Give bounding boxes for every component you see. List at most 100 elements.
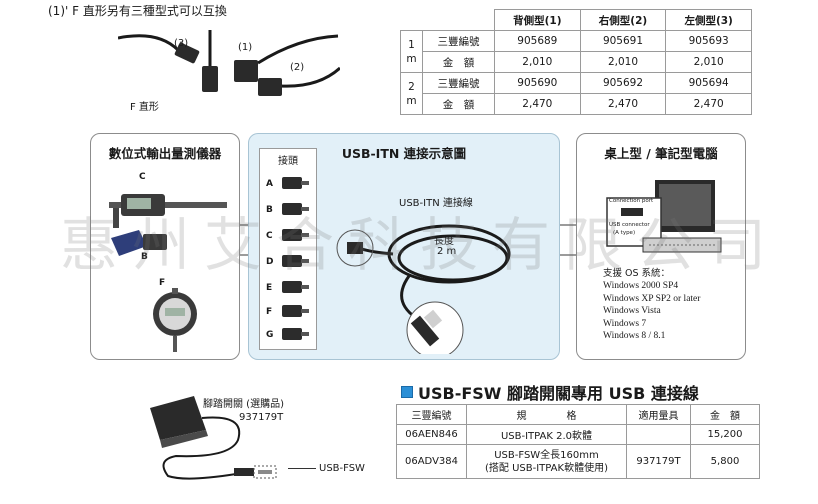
connector-plug-icon <box>282 328 309 340</box>
os-item: Windows XP SP2 or later <box>603 293 701 304</box>
table-cell: 5,800 <box>690 444 760 479</box>
table-cell: 905693 <box>665 30 752 52</box>
table-header: 背側型(1) <box>494 9 581 31</box>
label-f: F <box>159 278 166 288</box>
table-header: 右側型(2) <box>579 9 667 31</box>
label-3: (3) <box>174 38 189 49</box>
connector-letter: G <box>266 330 274 340</box>
table-cell: 2,010 <box>579 51 667 73</box>
cable-price-table: 背側型(1) 右側型(2) 左側型(3) 1 m 三豐編號 905689 905… <box>400 9 752 115</box>
connector-plug-icon <box>282 255 309 267</box>
table-header: 左側型(3) <box>665 9 752 31</box>
connector-plug-icon <box>282 177 309 189</box>
table-cell: 2,470 <box>665 93 752 115</box>
row-label: 金 額 <box>422 51 495 73</box>
row-label: 三豐編號 <box>422 30 495 52</box>
computer-panel-title: 桌上型 / 筆記型電腦 <box>604 146 718 161</box>
table-row: 1 m 三豐編號 905689 905691 905693 <box>400 30 752 73</box>
table-cell: 905689 <box>494 30 581 52</box>
table-header-row: 背側型(1) 右側型(2) 左側型(3) <box>400 9 752 31</box>
row-label: 金 額 <box>422 93 495 115</box>
usb-fsw-price-table: 三豐編號 規 格 適用量具 金 額 06AEN846 USB-ITPAK 2.0… <box>396 404 760 479</box>
foot-switch-photo <box>146 378 296 490</box>
connector-letter: A <box>266 179 273 189</box>
os-item: Windows 7 <box>603 318 647 329</box>
connection-diagram-title: USB-ITN 連接示意圖 <box>341 146 467 161</box>
table-header: 金 額 <box>690 404 760 425</box>
connector-photo: (3) (1) (2) <box>117 28 342 110</box>
table-cell: 2,010 <box>494 51 581 73</box>
table-cell: 06AEN846 <box>396 424 467 445</box>
connector-plug-icon <box>282 305 309 317</box>
row-label: 三豐編號 <box>422 72 495 94</box>
connector-list-title: 接頭 <box>278 156 298 167</box>
group-cell: 2 m <box>400 72 423 115</box>
connector-plug-icon <box>282 281 309 293</box>
table-cell: 937179T <box>626 444 691 479</box>
os-item: Windows Vista <box>603 306 661 317</box>
usb-type-label: (A type) <box>613 230 636 236</box>
os-header: 支援 OS 系統： <box>603 268 671 279</box>
cable-drawing <box>336 224 511 354</box>
cable-label: USB-ITN 連接線 <box>399 198 473 209</box>
table-header-row: 三豐編號 規 格 適用量具 金 額 <box>396 404 760 425</box>
label-c: C <box>139 172 146 182</box>
table-row: 金 額 2,010 2,010 2,010 <box>401 51 752 73</box>
connector-letter: E <box>266 283 273 293</box>
watermark: 惠州艾合科技有限公司 <box>60 211 781 279</box>
connector-letter: F <box>266 307 273 317</box>
table-header: 適用量具 <box>626 404 691 425</box>
group-cell: 1 m <box>400 30 423 73</box>
table-cell: 905692 <box>579 72 667 94</box>
table-cell: 2,470 <box>579 93 667 115</box>
foot-switch-code: 937179T <box>239 412 284 423</box>
section-title: USB-FSW 腳踏開關專用 USB 連接線 <box>401 380 699 404</box>
connector-plug-icon <box>282 229 309 241</box>
connection-port-label: Connection port <box>609 198 654 204</box>
table-cell: 2,010 <box>665 51 752 73</box>
table-cell: USB-ITPAK 2.0軟體 <box>466 424 627 445</box>
table-header: 規 格 <box>466 404 627 425</box>
table-row: 金 額 2,470 2,470 2,470 <box>401 93 752 115</box>
table-row: 2 m 三豐編號 905690 905692 905694 <box>400 72 752 115</box>
label-2: (2) <box>290 62 305 73</box>
computer-panel: 桌上型 / 筆記型電腦 Connection port USB connecto… <box>576 133 746 360</box>
label-b: B <box>141 252 148 262</box>
foot-switch-drawing <box>150 396 277 480</box>
os-item: Windows 8 / 8.1 <box>603 331 666 342</box>
connector-letter: D <box>266 257 274 267</box>
computer-icon <box>606 180 722 253</box>
table-row: 06AEN846 USB-ITPAK 2.0軟體 15,200 <box>396 424 760 445</box>
length-value: 2 m <box>437 246 457 257</box>
table-cell: 905694 <box>665 72 752 94</box>
connector-list: 接頭 A B C D E F G <box>259 148 317 350</box>
instrument-panel: 數位式輸出量測儀器 C B F <box>90 133 240 360</box>
table-cell <box>626 424 691 445</box>
pointer-line <box>288 468 316 469</box>
table-cell: 06ADV384 <box>396 444 467 479</box>
table-cell: 15,200 <box>690 424 760 445</box>
connector-letter: C <box>266 231 273 241</box>
table-cell: 905690 <box>494 72 581 94</box>
connector-letter: B <box>266 205 273 215</box>
length-label: 長度 <box>434 236 454 247</box>
label-1: (1) <box>238 42 253 53</box>
top-note: (1)' F 直形另有三種型式可以互換 <box>48 4 227 18</box>
table-cell: 2,470 <box>494 93 581 115</box>
label-f-straight: F 直形 <box>130 102 159 113</box>
os-item: Windows 2000 SP4 <box>603 281 679 292</box>
table-cell: USB-FSW全長160mm (搭配 USB-ITPAK軟體使用) <box>466 444 627 479</box>
usb-fsw-label: USB-FSW <box>319 463 365 474</box>
table-row: 06ADV384 USB-FSW全長160mm (搭配 USB-ITPAK軟體使… <box>396 444 760 479</box>
table-corner <box>400 9 495 31</box>
instrument-panel-title: 數位式輸出量測儀器 <box>108 146 222 161</box>
table-cell: 905691 <box>579 30 667 52</box>
connector-plug-icon <box>282 203 309 215</box>
foot-switch-label: 腳踏開關 (選購品) 937179T <box>203 399 284 423</box>
supported-os-list: 支援 OS 系統： Windows 2000 SP4 Windows XP SP… <box>603 268 700 342</box>
table-header: 三豐編號 <box>396 404 467 425</box>
usb-connector-label: USB connector <box>609 222 650 228</box>
instrument-drawing <box>109 194 227 352</box>
connector-photo-drawing <box>117 30 342 96</box>
section-bullet-icon <box>401 386 413 398</box>
